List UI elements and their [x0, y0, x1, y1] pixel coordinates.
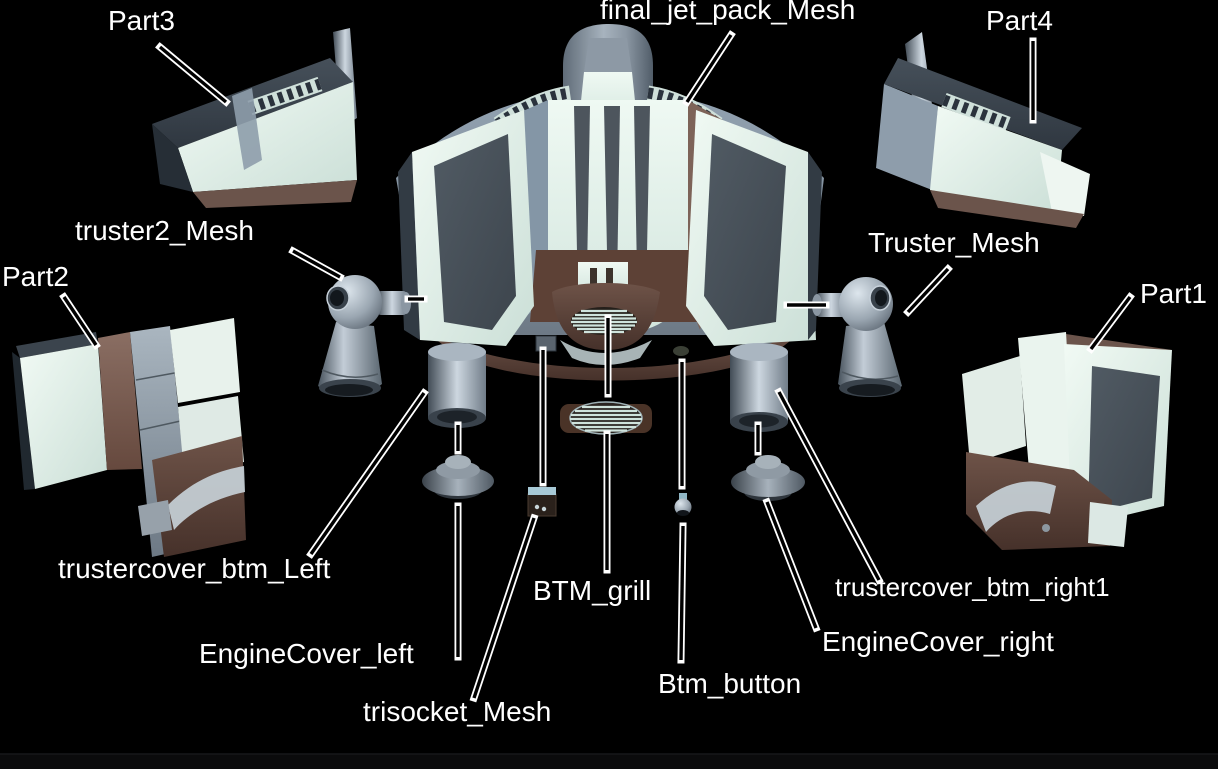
label-btm-grill: BTM_grill [533, 575, 652, 606]
trisocket-model [527, 487, 557, 517]
part4-mesh [876, 32, 1090, 228]
floor-strip [0, 754, 1218, 769]
label-trustercover-btm-right1: trustercover_btm_right1 [835, 572, 1110, 602]
thrust-disc-left [422, 455, 494, 499]
part1-mesh [962, 332, 1172, 550]
enginecover-right-model [730, 343, 788, 432]
btm-button-model [674, 493, 692, 516]
btm-grill-model [560, 401, 652, 435]
truster-mesh-model [812, 277, 902, 397]
label-truster2-mesh: truster2_Mesh [75, 215, 254, 246]
part2-mesh [12, 318, 246, 557]
thrust-disc-right [731, 455, 805, 501]
label-enginecover-right: EngineCover_right [822, 626, 1054, 657]
label-final-jet-pack-mesh: final_jet_pack_Mesh [600, 0, 856, 25]
truster2-mesh-model [318, 275, 411, 397]
label-part3: Part3 [108, 5, 175, 36]
label-part4: Part4 [986, 5, 1053, 36]
label-btm-button: Btm_button [658, 668, 802, 699]
label-part1: Part1 [1140, 278, 1207, 309]
body-grill [571, 307, 637, 335]
enginecover-left-model [428, 343, 486, 428]
label-enginecover-left: EngineCover_left [199, 638, 414, 669]
label-trustercover-btm-left: trustercover_btm_Left [58, 553, 331, 584]
jetpack-body-mesh [396, 24, 824, 381]
part3-mesh [152, 28, 357, 208]
label-trisocket-mesh: trisocket_Mesh [363, 696, 552, 727]
leader-lines [59, 30, 1135, 703]
label-part2: Part2 [2, 261, 69, 292]
label-truster-mesh: Truster_Mesh [868, 227, 1040, 258]
